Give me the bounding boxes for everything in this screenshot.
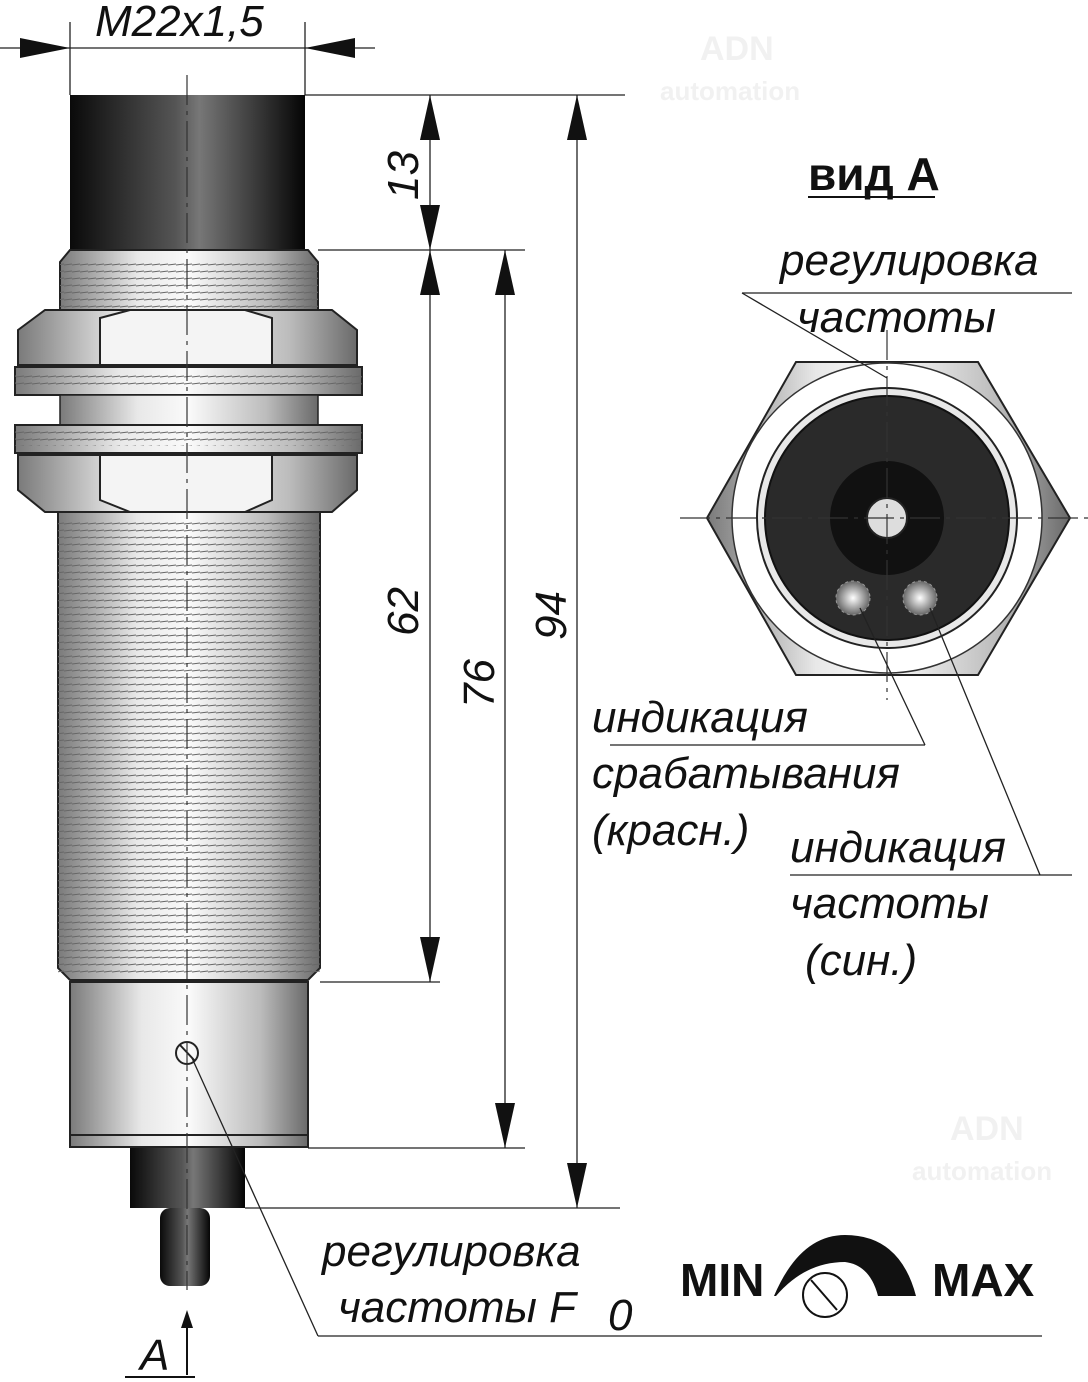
view-a-title: вид А xyxy=(808,148,940,200)
min-max-arc-icon xyxy=(774,1235,916,1296)
min-label: MIN xyxy=(680,1254,764,1306)
f0-adjust-label-2: частоты F xyxy=(338,1283,578,1332)
dim-62: 62 xyxy=(379,587,428,636)
freq-indication-label-3: (син.) xyxy=(805,936,917,985)
view-a: вид А регулировка частоты индикация сраб… xyxy=(592,148,1088,985)
trigger-indication-label-3: (красн.) xyxy=(592,806,749,855)
freq-led-icon xyxy=(902,580,938,616)
svg-text:automation: automation xyxy=(912,1156,1052,1186)
view-a-marker: A xyxy=(125,1310,195,1380)
freq-indication-label: индикация xyxy=(790,823,1006,872)
freq-indication-label-2: частоты xyxy=(790,879,989,928)
trigger-led-icon xyxy=(835,580,871,616)
watermark-logo: ADN automation ADN automation xyxy=(660,30,1052,1186)
min-max-scale: MIN MAX xyxy=(680,1235,1035,1318)
f0-adjust-callout: регулировка частоты F 0 xyxy=(191,1057,1042,1340)
dimension-lines: 13 62 76 94 xyxy=(245,94,625,1209)
dim-94: 94 xyxy=(527,591,576,640)
watermark-brand: ADN xyxy=(700,30,774,68)
freq-adjust-label: регулировка xyxy=(778,236,1039,285)
trigger-indication-label: индикация xyxy=(592,693,808,742)
thread-dimension: M22x1,5 xyxy=(0,0,375,95)
watermark-sub: automation xyxy=(660,76,800,106)
thread-label: M22x1,5 xyxy=(95,0,264,46)
view-marker-label: A xyxy=(137,1331,169,1380)
sensor-body xyxy=(14,75,363,1290)
freq-adjust-label-2: частоты xyxy=(797,293,996,342)
dim-76: 76 xyxy=(455,659,504,708)
dim-13: 13 xyxy=(379,151,428,200)
f0-subscript: 0 xyxy=(608,1291,633,1340)
trigger-indication-label-2: срабатывания xyxy=(592,749,900,798)
svg-text:ADN: ADN xyxy=(950,1110,1024,1148)
max-label: MAX xyxy=(932,1254,1035,1306)
f0-adjust-label: регулировка xyxy=(320,1227,581,1276)
